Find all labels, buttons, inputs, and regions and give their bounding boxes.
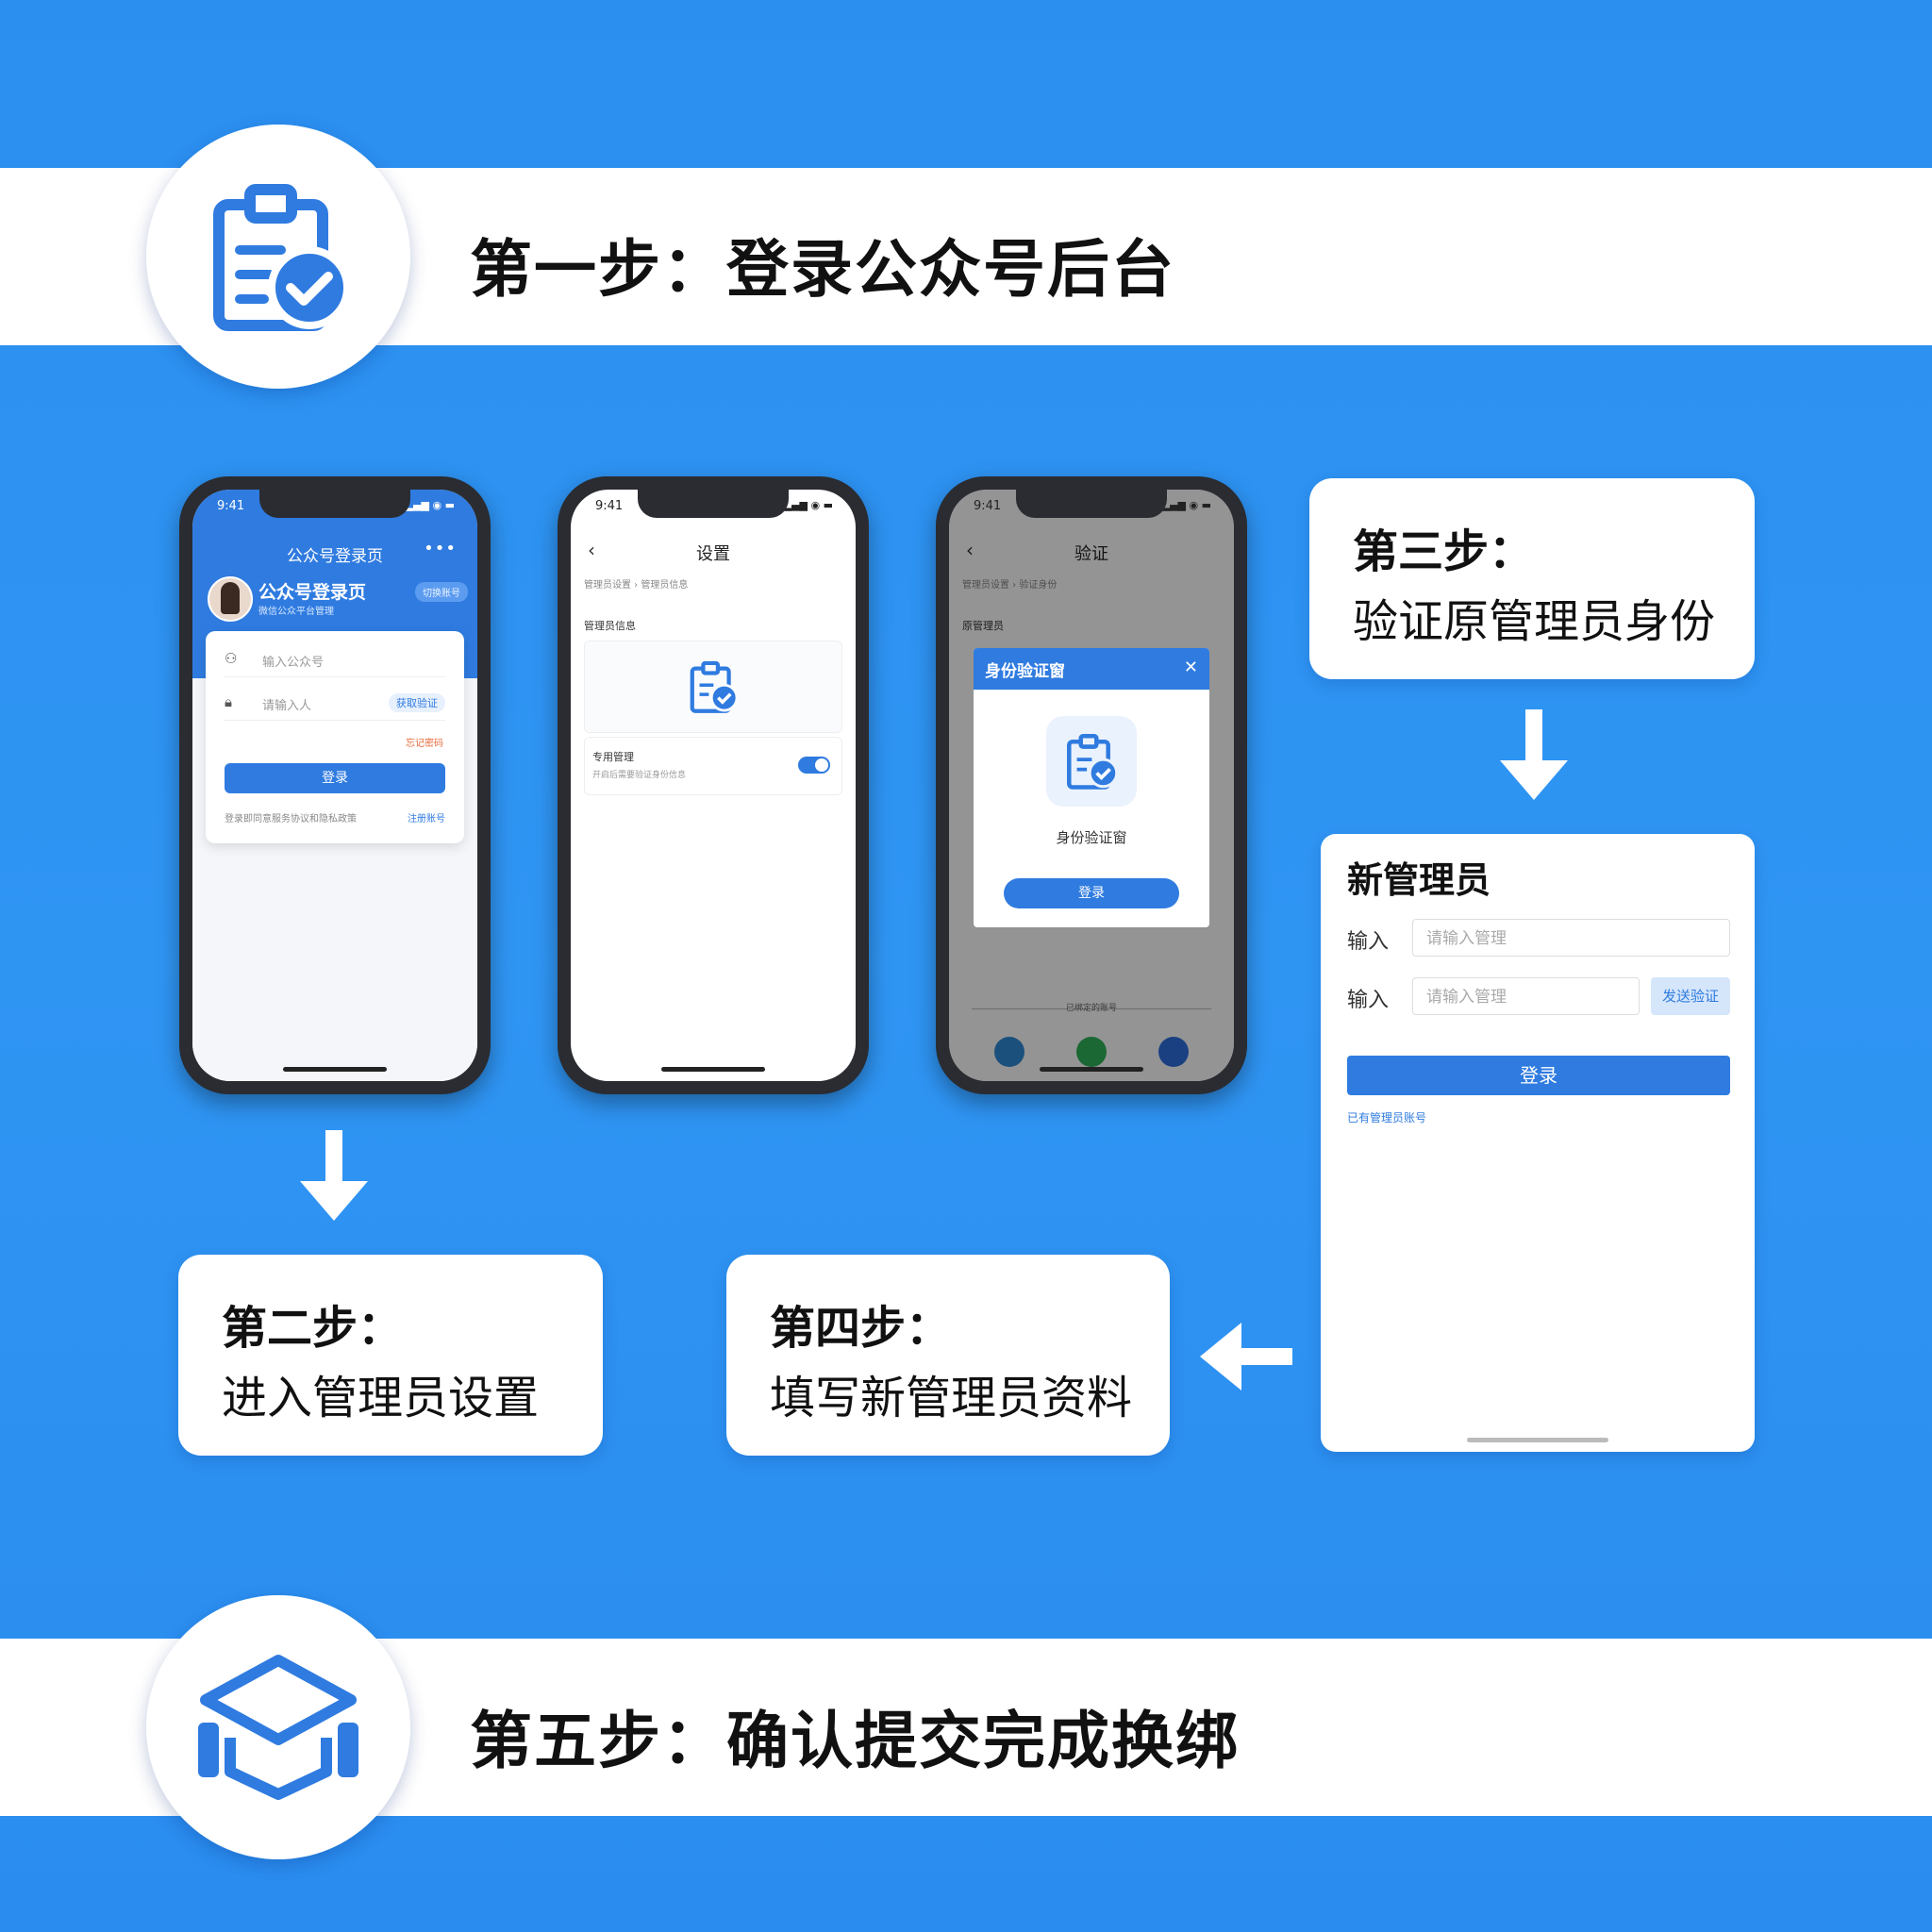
send-code-button[interactable]: 发送验证	[1651, 977, 1730, 1015]
panel-note-link[interactable]: 已有管理员账号	[1347, 1111, 1427, 1124]
login-form: ⚇ 输入公众号 🔒︎ 请输入人 获取验证 忘记密码 登录 登录即同意服务协议和隐…	[206, 631, 464, 843]
step2-card: 第二步： 进入管理员设置	[178, 1255, 603, 1456]
register-link[interactable]: 注册账号	[408, 814, 445, 824]
row-title: 专用管理	[592, 751, 634, 763]
panel-login-button[interactable]: 登录	[1347, 1056, 1730, 1095]
clipboard-check-icon	[690, 660, 739, 713]
modal-text: 身份验证窗	[1056, 829, 1127, 846]
user-icon: ⚇	[225, 650, 238, 667]
arrow-down-icon	[300, 1130, 368, 1221]
panel-title: 新管理员	[1347, 859, 1491, 901]
divider	[972, 1008, 1211, 1009]
phone-verify: 9:41 ▂▄▆ ◉ ▬ ‹ 验证 管理员设置 › 验证身份 原管理员 已绑定的…	[936, 476, 1247, 1094]
home-indicator	[661, 1067, 765, 1072]
admin-toggle[interactable]	[798, 757, 830, 774]
row-subtitle: 开启后需要验证身份信息	[592, 771, 687, 780]
agreement-text: 登录即同意服务协议和隐私政策	[225, 814, 357, 824]
phone-notch	[638, 490, 789, 518]
status-time: 9:41	[974, 499, 1002, 513]
field2-label: 输入	[1347, 989, 1390, 1012]
phone-settings-screen: 9:41 ▂▄▆ ◉ ▬ ‹ 设置 管理员设置 › 管理员信息 管理员信息 专用…	[571, 490, 856, 1081]
modal-title: 身份验证窗	[985, 662, 1065, 681]
section-label: 管理员信息	[584, 620, 636, 632]
arrow-left-icon	[1200, 1323, 1292, 1391]
modal-illustration	[1046, 716, 1137, 807]
signal-icon: ▂▄▆ ◉ ▬	[1161, 499, 1211, 511]
field1-label: 输入	[1347, 930, 1390, 954]
verify-modal: 身份验证窗 ✕ 身份验证窗 登录	[974, 648, 1209, 927]
id-card-icon[interactable]	[1158, 1037, 1189, 1067]
clipboard-check-icon	[1067, 734, 1119, 790]
box-3d-icon	[198, 1655, 358, 1800]
new-admin-phone-input[interactable]: 请输入管理	[1412, 977, 1640, 1015]
step1-title: 第一步：登录公众号后台	[470, 233, 1175, 306]
admin-toggle-row: 专用管理 开启后需要验证身份信息	[584, 737, 842, 795]
signal-icon: ▂▄▆ ◉ ▬	[405, 499, 455, 511]
step2-text: 进入管理员设置	[222, 1372, 540, 1424]
close-icon[interactable]: ✕	[1183, 658, 1198, 677]
lock-icon: 🔒︎	[225, 693, 232, 710]
login-button[interactable]: 登录	[225, 763, 445, 793]
status-time: 9:41	[217, 499, 245, 513]
clipboard-check-icon	[213, 184, 351, 331]
breadcrumb: 管理员设置 › 验证身份	[962, 580, 1058, 591]
step4-heading: 第四步：	[770, 1302, 952, 1355]
phone-login: 9:41 ▂▄▆ ◉ ▬ 公众号登录页 ••• 公众号登录页 微信公众平台管理 …	[179, 476, 491, 1094]
phone-login-screen: 9:41 ▂▄▆ ◉ ▬ 公众号登录页 ••• 公众号登录页 微信公众平台管理 …	[192, 490, 477, 1081]
arrow-down-icon	[1500, 709, 1568, 800]
breadcrumb: 管理员设置 › 管理员信息	[584, 580, 689, 591]
step3-heading: 第三步：	[1353, 525, 1535, 578]
step3-card: 第三步： 验证原管理员身份	[1309, 478, 1755, 679]
switch-account-badge[interactable]: 切换账号	[415, 582, 468, 602]
section-label: 原管理员	[962, 620, 1004, 632]
step5-title: 第五步：确认提交完成换绑	[470, 1705, 1240, 1777]
modal-header	[974, 648, 1209, 690]
back-icon[interactable]: ‹	[588, 539, 595, 561]
bound-accounts: 已绑定的账号	[949, 999, 1234, 1074]
back-icon[interactable]: ‹	[966, 539, 974, 561]
mail-icon[interactable]	[994, 1037, 1024, 1067]
password-placeholder: 请输入人	[262, 699, 312, 713]
forgot-password-link[interactable]: 忘记密码	[406, 739, 443, 749]
step1-icon-circle	[146, 125, 410, 389]
avatar	[208, 576, 253, 622]
account-placeholder: 输入公众号	[262, 656, 325, 670]
phone-verify-screen: 9:41 ▂▄▆ ◉ ▬ ‹ 验证 管理员设置 › 验证身份 原管理员 已绑定的…	[949, 490, 1234, 1081]
modal-login-button[interactable]: 登录	[1004, 878, 1179, 908]
verify-title: 验证	[1074, 544, 1108, 564]
phone-settings: 9:41 ▂▄▆ ◉ ▬ ‹ 设置 管理员设置 › 管理员信息 管理员信息 专用…	[558, 476, 869, 1094]
phone-notch	[1016, 490, 1167, 518]
step2-heading: 第二步：	[222, 1302, 404, 1355]
account-field[interactable]: ⚇ 输入公众号	[225, 641, 445, 677]
new-admin-name-input[interactable]: 请输入管理	[1412, 919, 1730, 957]
step4-card: 第四步： 填写新管理员资料	[726, 1255, 1170, 1456]
step4-text: 填写新管理员资料	[770, 1372, 1133, 1424]
step3-text: 验证原管理员身份	[1353, 595, 1716, 648]
account-subtitle: 微信公众平台管理	[258, 607, 334, 617]
password-field[interactable]: 🔒︎ 请输入人 获取验证	[225, 684, 445, 721]
phone-notch	[259, 490, 410, 518]
login-page-title: 公众号登录页	[287, 547, 383, 566]
home-indicator	[1040, 1067, 1143, 1072]
step5-icon-circle	[146, 1595, 410, 1859]
new-admin-panel: 新管理员 输入 请输入管理 输入 请输入管理 发送验证 登录 已有管理员账号	[1321, 834, 1755, 1452]
get-code-button[interactable]: 获取验证	[389, 693, 445, 712]
signal-icon: ▂▄▆ ◉ ▬	[783, 499, 833, 511]
home-indicator	[1467, 1438, 1608, 1442]
settings-title: 设置	[696, 544, 730, 564]
divider-text: 已绑定的账号	[1065, 1004, 1117, 1013]
account-name: 公众号登录页	[258, 582, 367, 603]
wechat-icon[interactable]	[1076, 1037, 1107, 1067]
admin-card[interactable]	[584, 641, 842, 733]
more-icon[interactable]: •••	[424, 539, 457, 558]
home-indicator	[283, 1067, 387, 1072]
status-time: 9:41	[595, 499, 624, 513]
